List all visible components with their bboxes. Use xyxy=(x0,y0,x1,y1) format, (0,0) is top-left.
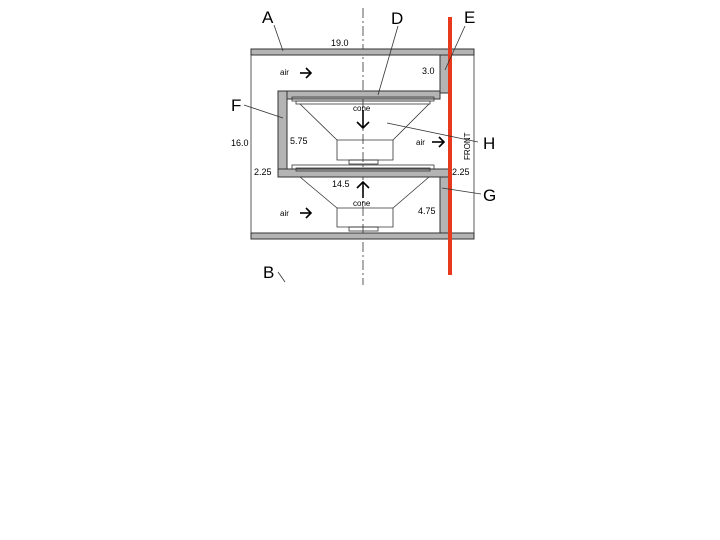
dim-bottom-gap: 4.75 xyxy=(418,206,436,216)
chamber-bottom-shelf xyxy=(277,168,450,178)
callout-a: A xyxy=(262,8,274,27)
leader-d xyxy=(377,25,399,96)
air-arrow-top xyxy=(300,67,313,79)
label-front: FRONT xyxy=(463,132,472,160)
dim-front-gap: 3.0 xyxy=(422,66,435,76)
callout-h: H xyxy=(483,134,495,153)
callout-b: B xyxy=(263,263,274,282)
upper-driver xyxy=(291,96,435,165)
leader-a xyxy=(273,24,284,52)
upper-cone-arrow xyxy=(356,110,370,130)
label-air-bottom: air xyxy=(280,209,289,218)
air-arrow-middle xyxy=(432,136,446,148)
dim-cone-diameter: 14.5 xyxy=(332,179,350,189)
front-baffle-upper xyxy=(439,54,450,94)
dim-height-left: 16.0 xyxy=(231,138,249,148)
chamber-top-wall xyxy=(277,90,441,100)
leader-b xyxy=(277,271,286,283)
front-baffle-lower xyxy=(439,176,450,234)
dim-shelf-left: 2.25 xyxy=(254,167,272,177)
top-panel xyxy=(250,48,475,56)
dim-width-top: 19.0 xyxy=(331,38,349,48)
leader-g xyxy=(441,187,482,195)
callout-e: E xyxy=(464,8,475,27)
chamber-left-wall xyxy=(277,90,288,178)
lower-cone-arrow xyxy=(356,180,370,198)
label-air-middle: air xyxy=(416,138,425,147)
label-air-top: air xyxy=(280,68,289,77)
air-arrow-bottom xyxy=(300,207,313,219)
leader-h xyxy=(386,122,479,143)
lower-driver xyxy=(291,164,435,232)
bottom-panel xyxy=(250,232,475,240)
dim-driver-depth: 5.75 xyxy=(290,136,308,146)
callout-f: F xyxy=(231,96,241,115)
leader-e xyxy=(444,25,466,71)
leader-f xyxy=(243,104,284,119)
label-cone-lower: cone xyxy=(353,199,371,208)
callout-g: G xyxy=(483,186,496,205)
dim-shelf-right: 2.25 xyxy=(452,167,470,177)
label-cone-upper: cone xyxy=(353,104,371,113)
callout-d: D xyxy=(391,9,403,28)
